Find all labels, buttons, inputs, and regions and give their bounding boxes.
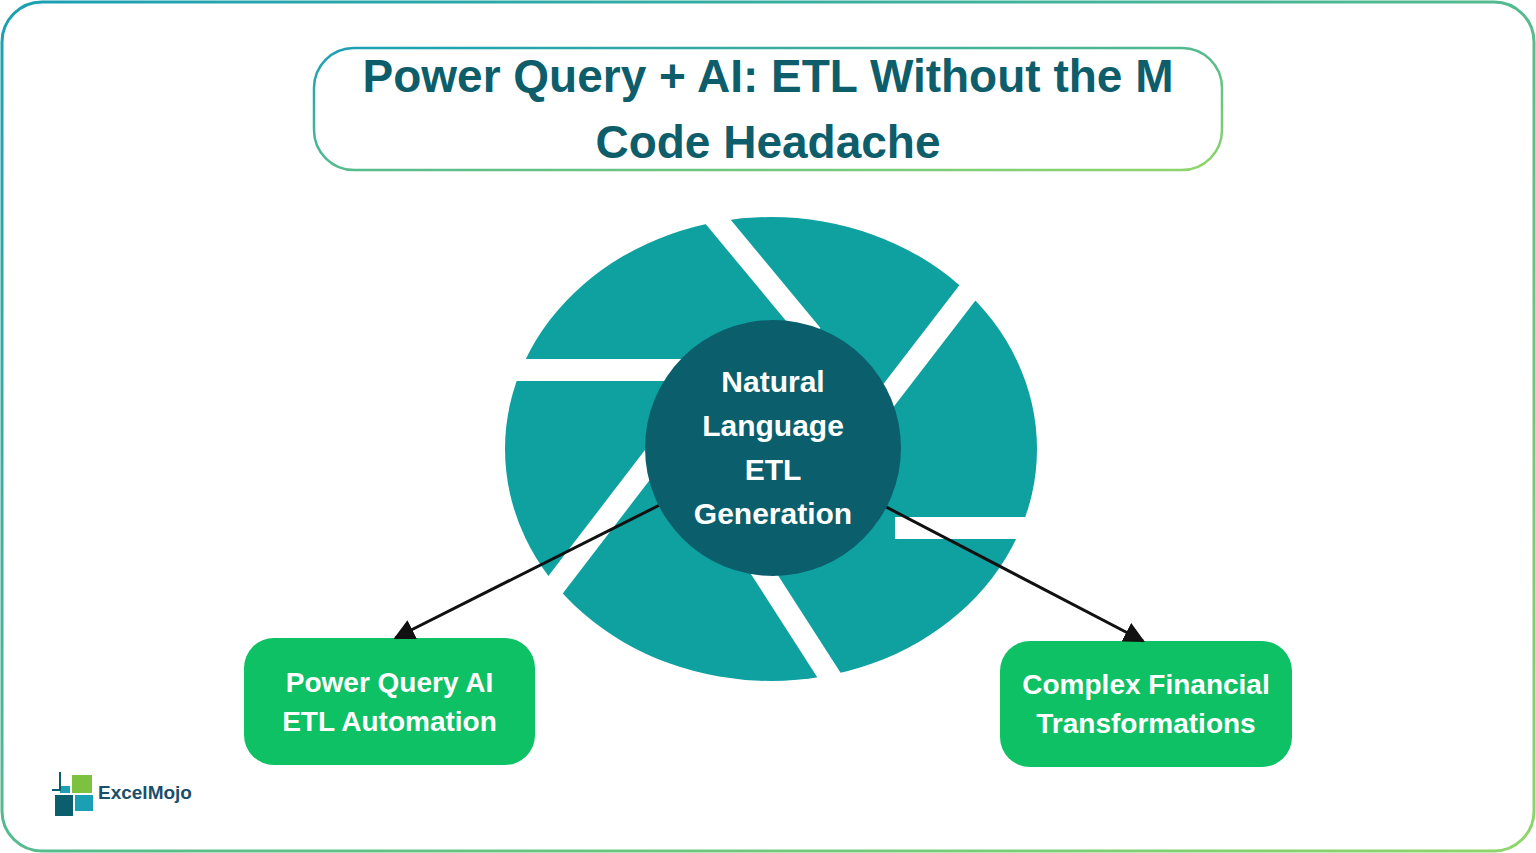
title-box: Power Query + AI: ETL Without the M Code…	[313, 47, 1223, 171]
title-text: Power Query + AI: ETL Without the M Code…	[348, 43, 1188, 175]
logo-text: ExcelMojo	[98, 782, 192, 804]
aperture-illustration	[490, 200, 1060, 700]
green-box: Power Query AI ETL Automation	[244, 638, 535, 765]
green-box: Complex Financial Transformations	[1000, 641, 1292, 767]
arrow-connector	[395, 506, 658, 639]
center-circle: Natural Language ETL Generation	[645, 320, 901, 576]
arrow-connector	[887, 507, 1144, 641]
aperture-gaps	[490, 200, 1060, 700]
node-text: Natural Language ETL Generation	[681, 360, 866, 536]
logo-mark	[52, 772, 93, 816]
node-text: Complex Financial Transformations	[1012, 665, 1280, 743]
node-text: Power Query AI ETL Automation	[256, 663, 523, 741]
